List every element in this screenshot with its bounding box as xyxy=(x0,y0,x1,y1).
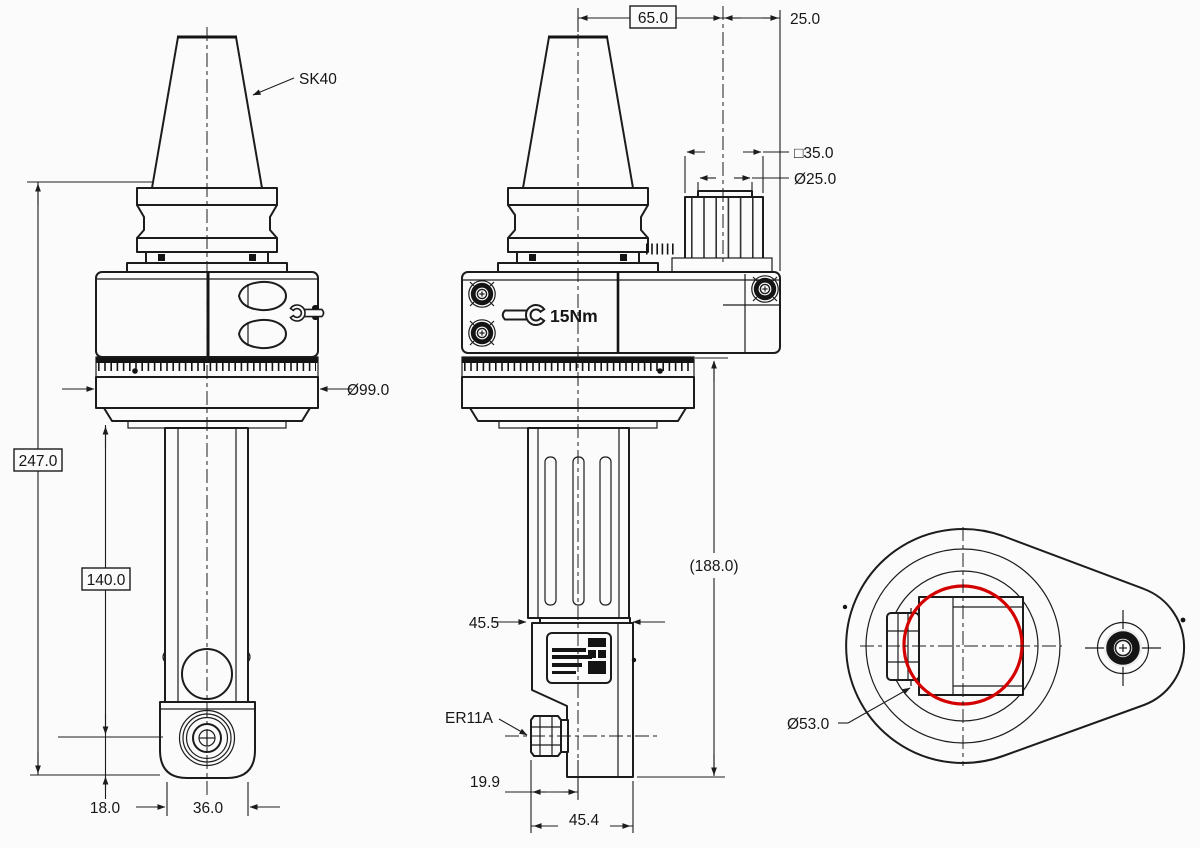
shank-side xyxy=(527,427,631,624)
dim-247-label: 247.0 xyxy=(19,453,58,470)
zero-index-dot xyxy=(132,368,138,374)
torque-label: 15Nm xyxy=(550,306,598,326)
spindle-head-side xyxy=(505,622,657,778)
er11a-label: ER11A xyxy=(445,710,494,727)
dim-box-65 xyxy=(629,5,677,29)
torque-arm-assembly xyxy=(646,190,773,274)
dim-188-label: (188.0) xyxy=(689,558,738,575)
dim-36-label: 36.0 xyxy=(193,800,224,817)
drive-key-left xyxy=(158,254,165,261)
front-view xyxy=(95,27,325,795)
plate-logo-block xyxy=(588,638,606,647)
sk40-label: SK40 xyxy=(299,71,337,88)
torque-stop-block xyxy=(684,196,764,263)
dim-box-140 xyxy=(81,567,131,591)
dim-45-5-label: 45.5 xyxy=(469,615,499,632)
housing-screw-icon-3 xyxy=(752,276,778,302)
gear-housing-front xyxy=(95,271,325,358)
front-view-dimensions: 247.0 140.0 18.0 Ø99.0 36.0 SK40 xyxy=(13,71,390,817)
dim-box-247 xyxy=(13,448,63,472)
bottom-view: Ø53.0 xyxy=(787,527,1186,766)
clamp-screw-bottom xyxy=(1085,610,1161,686)
plate-warning-icon-1 xyxy=(588,650,596,658)
side-view-dimensions: 65.0 25.0 □35.0 Ø25.0 45.5 (188.0) ER11A xyxy=(445,5,837,833)
clamp-slot-3 xyxy=(599,456,612,606)
torque-arm-base xyxy=(671,257,773,273)
plate-warning-icon-2 xyxy=(598,650,606,658)
dim-65-label: 65.0 xyxy=(638,10,669,27)
housing-screw-icon-1 xyxy=(469,281,495,307)
gear-housing-side: 15Nm xyxy=(461,271,781,354)
drive-key-right xyxy=(249,254,256,261)
dim-19-9-label: 19.9 xyxy=(470,774,500,791)
dim-25-label: 25.0 xyxy=(790,11,821,28)
dim-sq35-label: □35.0 xyxy=(794,145,834,162)
id-label-plate xyxy=(546,632,612,684)
dim-dia53-label: Ø53.0 xyxy=(787,716,830,733)
bottom-cap-front xyxy=(103,407,311,422)
dim-140-label: 140.0 xyxy=(87,572,126,589)
dim-dia25-label: Ø25.0 xyxy=(794,171,837,188)
side-view: 15Nm xyxy=(461,6,781,800)
clamp-slot-1 xyxy=(544,456,557,606)
plate-warning-icon-3 xyxy=(588,661,606,674)
dim-45-4-label: 45.4 xyxy=(569,812,600,829)
dim-18-label: 18.0 xyxy=(90,800,121,817)
housing-screw-icon-2 xyxy=(469,320,495,346)
bottom-cap-side xyxy=(469,407,687,422)
dim-dia99-label: Ø99.0 xyxy=(347,382,390,399)
